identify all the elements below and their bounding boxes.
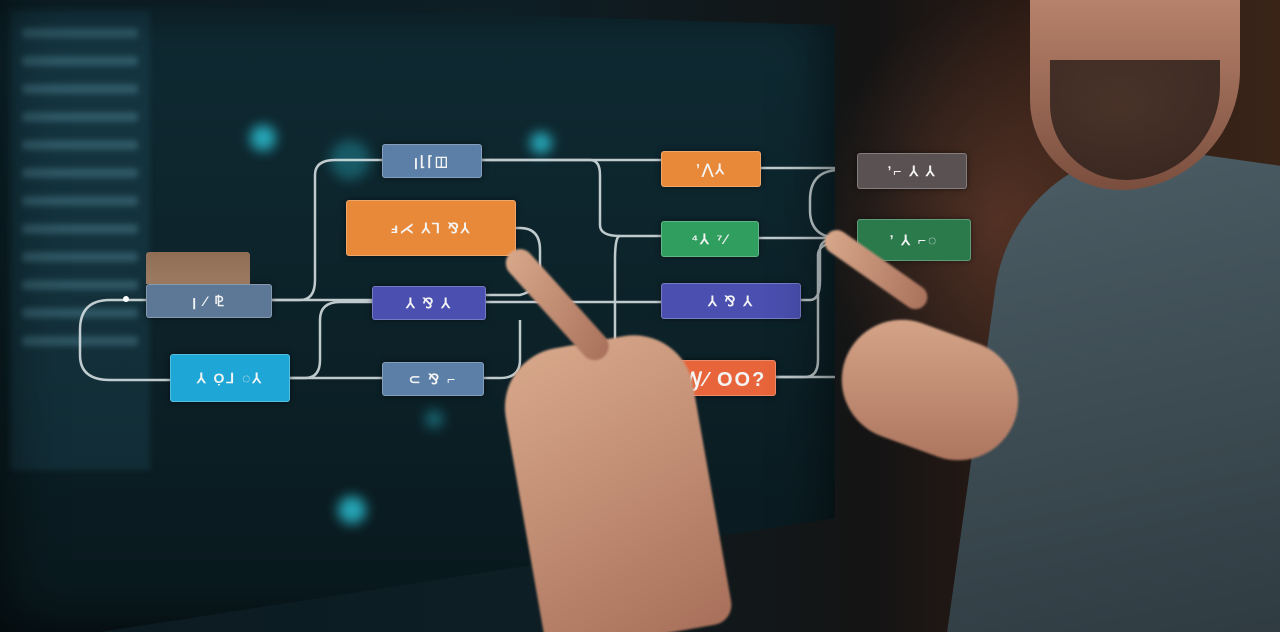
workflow-node[interactable]: ʼ⌐ ⅄ ⅄ [857,153,967,189]
node-label: ʼ⋀⅄ [696,160,726,177]
node-label: ꞁ ⁄ ⅊ [192,292,226,309]
node-label: ⅄ Ọ⅃ ◌⅄ [197,369,263,386]
node-label: ʼ⌐ ⅄ ⅄ [887,162,937,179]
node-label: ⊂ ⅋ ⌐ [408,370,458,387]
node-label: Ꝡ⁄ OO? [683,368,767,391]
workflow-node[interactable]: ⅄ Ọ⅃ ◌⅄ [170,354,290,402]
node-label: ꞁ⌊⌈◫ [413,152,451,169]
workflow-node[interactable]: ⅄ ⅋ ⅄ [372,286,486,320]
person [945,0,1280,632]
node-label: ʼ ⅄ ⌐◌ [889,231,939,248]
glow-dot [530,132,552,154]
node-label: ⅄ ⅋ ⅄ [406,294,452,311]
workflow-node[interactable]: ꞁ ⁄ ⅊ [146,284,272,318]
node-label: ⅄ ⅋ ⅄ [708,292,754,309]
glow-dot [338,496,366,524]
node-label: ⅎ⋌ ⅄⅂ ⅋⅄ [390,219,472,236]
workflow-node[interactable]: ⊂ ⅋ ⌐ [382,362,484,396]
glow-dot [425,410,443,428]
node-header-tab [146,252,250,284]
workflow-node[interactable]: ⅎ⋌ ⅄⅂ ⅋⅄ [346,200,516,256]
workflow-node[interactable]: ʼ⋀⅄ [661,151,761,187]
screen-sidebar [10,10,150,470]
workflow-node[interactable]: ⅄ ⅋ ⅄ [661,283,801,319]
workflow-node[interactable]: ꞁ⌊⌈◫ [382,144,482,178]
workflow-node[interactable]: ⁴⅄ ⁷⁄ [661,221,759,257]
node-label: ⁴⅄ ⁷⁄ [691,230,729,247]
monitor-screen: ꞁ⌊⌈◫ ⅎ⋌ ⅄⅂ ⅋⅄ ꞁ ⁄ ⅊ ⅄ ⅋ ⅄ ⅄ Ọ⅃ ◌⅄ ⊂ ⅋ ⌐ … [0,0,835,632]
glow-dot [250,125,276,151]
